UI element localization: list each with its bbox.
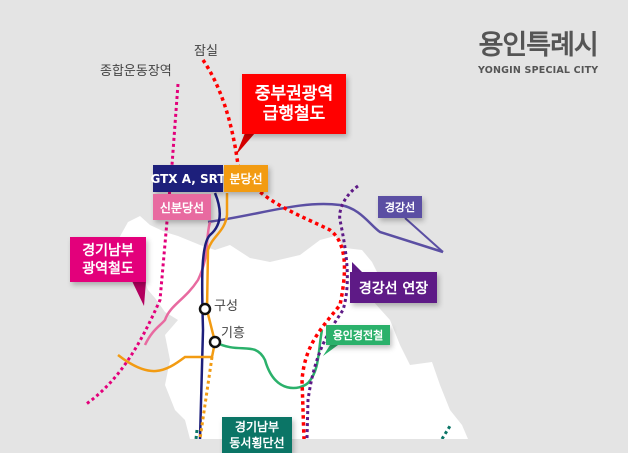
bundang-extension-line	[198, 356, 214, 439]
gyeonggi-south-label[interactable]: 경기남부 광역철도	[70, 237, 146, 282]
jungbu-express-line	[201, 59, 347, 439]
logo-korean: 용인특례시	[478, 30, 599, 61]
yongin-logo: 용인특례시 YONGIN SPECIAL CITY	[478, 30, 599, 76]
east-west-line2: 동서횡단선	[229, 436, 285, 450]
everline-label[interactable]: 용인경전철	[326, 325, 390, 345]
jungbu-express-label[interactable]: 중부권광역 급행철도	[242, 74, 346, 134]
east-west-line1: 경기남부	[234, 420, 280, 434]
sports-complex-label: 종합운동장역	[100, 64, 172, 79]
gyeonggi-south-line2: 광역철도	[82, 260, 134, 277]
giheung-station[interactable]	[208, 335, 222, 349]
jungbu-pointer	[236, 133, 255, 155]
east-west-line	[194, 425, 452, 439]
gyeonggi-south-pointer	[132, 281, 146, 306]
gyeonggang-label[interactable]: 경강선	[378, 196, 422, 218]
sinbundang-label[interactable]: 신분당선	[153, 194, 211, 220]
everline-line	[214, 329, 324, 390]
guseong-station[interactable]	[198, 302, 212, 316]
gtx-srt-label[interactable]: GTX A, SRT	[150, 165, 226, 192]
everline-pointer	[323, 345, 338, 356]
guseong-label: 구성	[214, 299, 238, 314]
gyeonggang-ext-label[interactable]: 경강선 연장	[350, 272, 437, 303]
jungbu-express-line1: 중부권광역	[254, 84, 334, 104]
jamsil-label: 잠실	[194, 44, 218, 59]
sinbundang-line	[143, 221, 212, 346]
bundang-line	[117, 193, 229, 373]
gyeonggi-south-line	[84, 83, 180, 407]
gyeonggi-south-line1: 경기남부	[82, 242, 134, 259]
gyeonggang-pointer	[404, 217, 444, 253]
giheung-label: 기흥	[221, 326, 245, 341]
logo-english: YONGIN SPECIAL CITY	[478, 65, 599, 76]
rail-map	[84, 59, 468, 439]
yongin-city-area	[118, 216, 468, 439]
gyeonggang-ext-pointer	[352, 262, 362, 272]
gyeonggang-line	[207, 202, 444, 254]
gyeonggang-extension-line	[305, 184, 359, 439]
jungbu-express-line2: 급행철도	[262, 104, 326, 124]
bundang-label[interactable]: 분당선	[224, 165, 268, 192]
east-west-label[interactable]: 경기남부 동서횡단선	[222, 417, 292, 453]
